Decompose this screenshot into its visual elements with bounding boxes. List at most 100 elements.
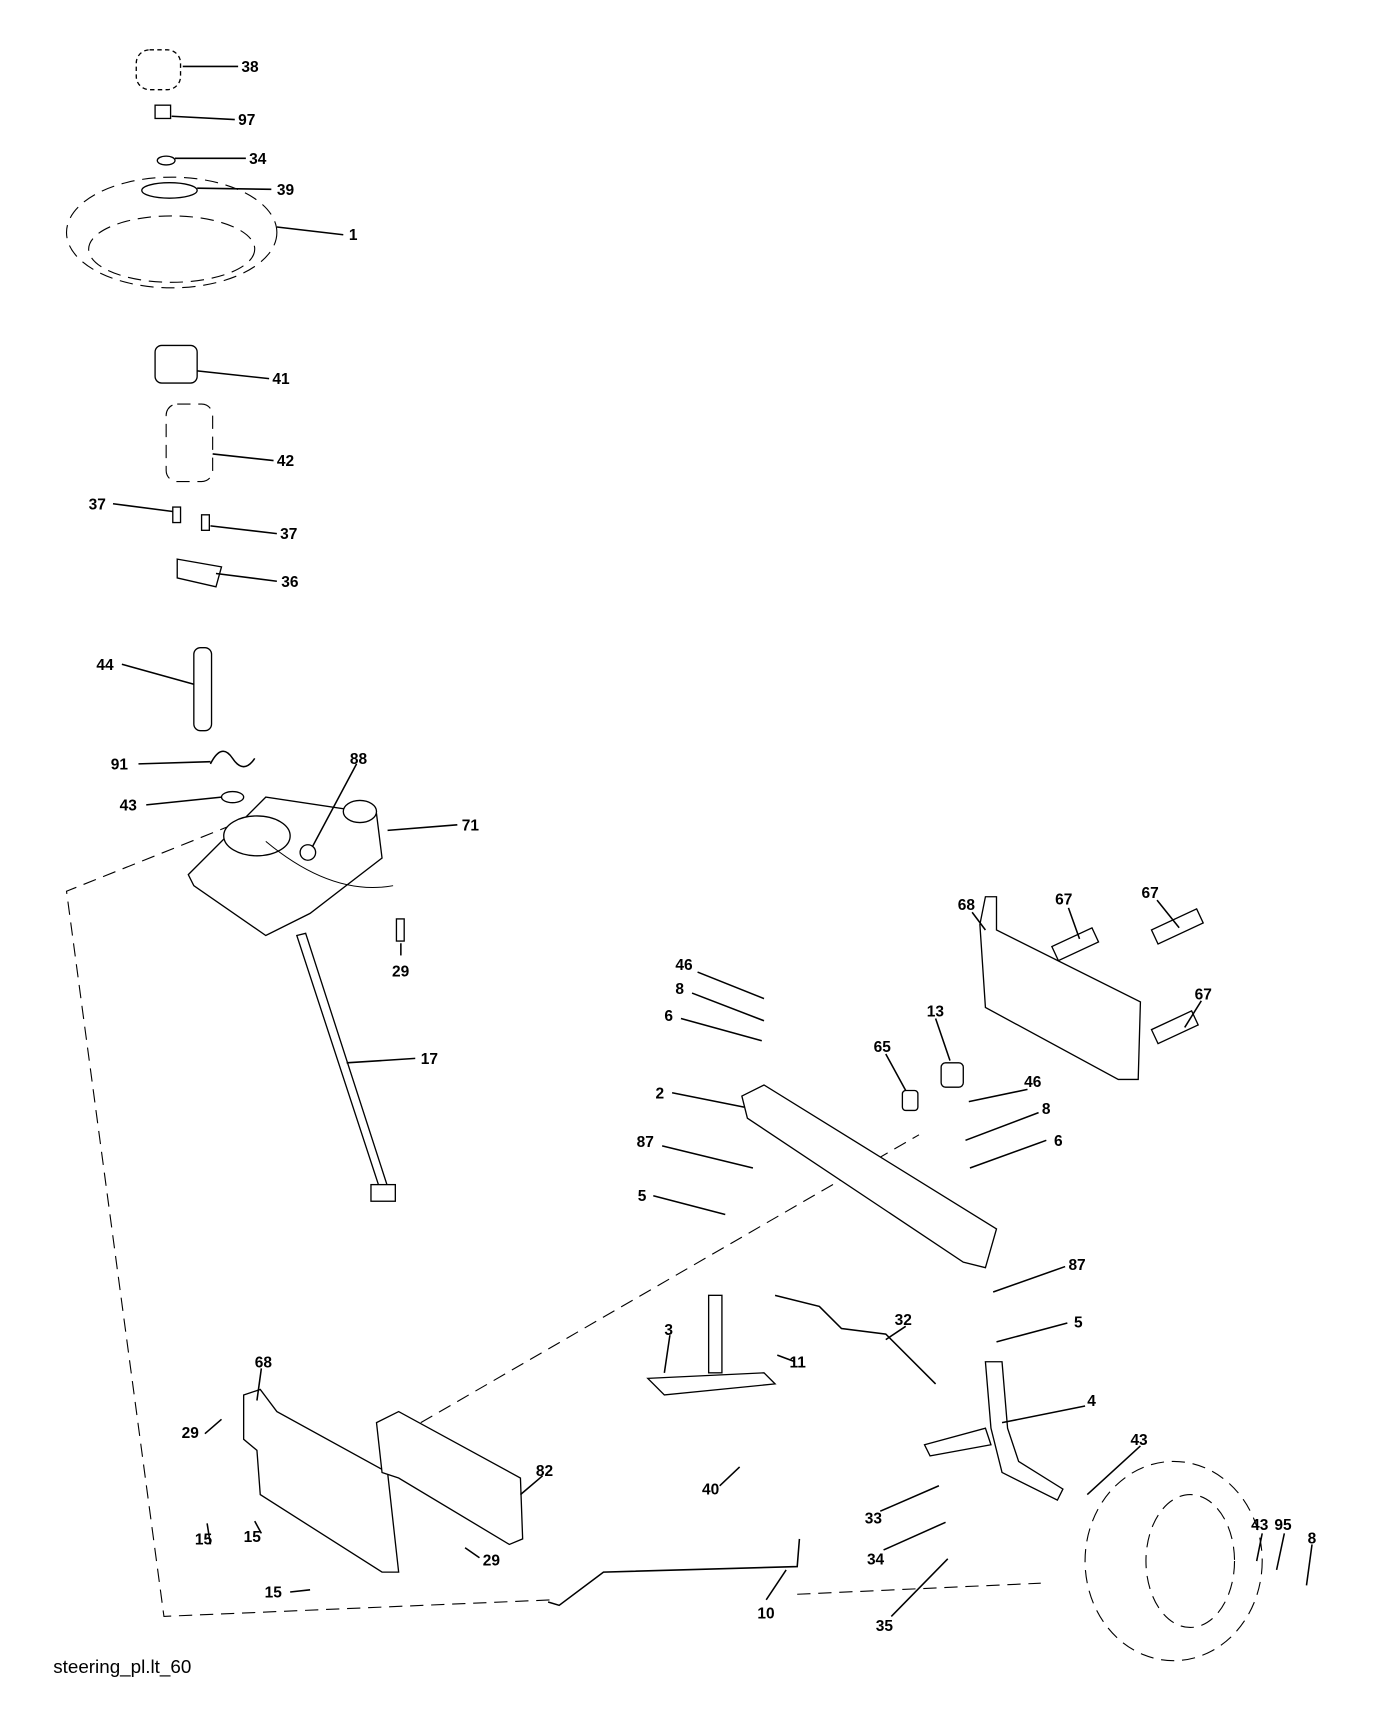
callout-leader-line — [1067, 907, 1081, 940]
callout-leader-line — [519, 1475, 544, 1496]
callout-32: 32 — [895, 1312, 912, 1329]
callout-leader-line — [653, 1194, 726, 1216]
steering-wheel — [65, 49, 278, 483]
callout-35: 35 — [876, 1618, 894, 1635]
callout-leader-line — [934, 1018, 951, 1061]
callout-95: 95 — [1274, 1517, 1292, 1534]
callout-leader-line — [212, 453, 274, 462]
callout-leader-line — [276, 226, 344, 236]
callout-leader-line — [1275, 1533, 1286, 1571]
callout-37: 37 — [89, 496, 106, 513]
callout-36: 36 — [281, 574, 299, 591]
callout-leader-line — [197, 370, 270, 380]
callout-88: 88 — [350, 751, 368, 768]
callout-leader-line — [777, 1354, 796, 1363]
callout-38: 38 — [241, 59, 259, 76]
callout-leader-line — [121, 663, 195, 685]
callout-82: 82 — [536, 1463, 553, 1480]
callout-29: 29 — [182, 1425, 200, 1442]
callout-65: 65 — [874, 1039, 892, 1056]
callout-97: 97 — [238, 112, 255, 129]
callout-leader-line — [1255, 1533, 1263, 1562]
callout-68: 68 — [958, 897, 976, 914]
callout-leader-line — [971, 911, 987, 931]
callout-leader-line — [996, 1322, 1068, 1343]
callout-leader-line — [765, 1569, 787, 1601]
callout-leader-line — [311, 763, 358, 848]
callout-43: 43 — [120, 797, 138, 814]
callout-leader-line — [1001, 1405, 1086, 1424]
callout-8: 8 — [1308, 1530, 1317, 1547]
callout-34: 34 — [867, 1551, 885, 1568]
callout-leader-line — [680, 1017, 762, 1042]
front-axle-parts — [547, 896, 1263, 1662]
callout-8: 8 — [675, 981, 684, 998]
callout-33: 33 — [865, 1510, 883, 1527]
callout-leader-line — [969, 1139, 1047, 1169]
callout-leader-line — [663, 1335, 671, 1373]
callout-91: 91 — [111, 756, 129, 773]
callout-leader-line — [890, 1558, 949, 1617]
callout-leader-line — [885, 1053, 907, 1091]
callout-2: 2 — [656, 1085, 665, 1102]
callout-leader-line — [254, 1520, 263, 1534]
callout-67: 67 — [1142, 885, 1159, 902]
callout-leader-line — [138, 760, 211, 765]
callout-15: 15 — [265, 1585, 283, 1602]
callout-leader-line — [671, 1091, 745, 1108]
callout-6: 6 — [1054, 1133, 1063, 1150]
callout-leader-line — [992, 1265, 1066, 1293]
callout-41: 41 — [272, 371, 290, 388]
callout-34: 34 — [249, 151, 267, 168]
callout-leader-line — [885, 1325, 907, 1341]
callout-29: 29 — [392, 963, 410, 980]
callout-1: 1 — [349, 227, 358, 244]
callout-6: 6 — [664, 1008, 673, 1025]
callout-leader-line — [346, 1057, 416, 1064]
callout-leader-line — [210, 525, 277, 535]
callout-leader-line — [661, 1145, 754, 1169]
callout-leader-line — [879, 1485, 940, 1512]
callout-leader-line — [146, 796, 222, 806]
callout-37: 37 — [280, 526, 297, 543]
callout-leader-line — [1184, 1000, 1202, 1028]
callout-leader-line — [204, 1418, 223, 1435]
callout-10: 10 — [757, 1606, 774, 1623]
callout-leader-line — [1305, 1544, 1313, 1586]
callout-46: 46 — [675, 957, 693, 974]
callout-44: 44 — [96, 657, 114, 674]
callout-15: 15 — [244, 1529, 262, 1546]
callout-87: 87 — [637, 1134, 654, 1151]
callout-8: 8 — [1042, 1101, 1051, 1118]
callout-leader-line — [883, 1521, 946, 1551]
callout-4: 4 — [1087, 1393, 1096, 1410]
callout-leader-line — [290, 1589, 311, 1593]
callout-leaders — [112, 65, 1313, 1617]
callout-leader-line — [1156, 899, 1180, 929]
callout-leader-line — [387, 824, 458, 832]
callout-13: 13 — [927, 1003, 945, 1020]
callout-leader-line — [112, 502, 173, 513]
callout-3: 3 — [664, 1322, 673, 1339]
callout-17: 17 — [421, 1051, 438, 1068]
callout-leader-line — [719, 1466, 741, 1487]
steering-column-parts — [172, 506, 405, 1202]
lower-brackets — [242, 1388, 524, 1573]
callout-leader-line — [197, 187, 272, 191]
callout-67: 67 — [1055, 892, 1072, 909]
callout-leader-line — [697, 971, 765, 1000]
callout-71: 71 — [462, 817, 480, 834]
callout-46: 46 — [1024, 1074, 1042, 1091]
callout-leader-line — [691, 992, 765, 1022]
callout-leader-line — [206, 1523, 212, 1545]
callout-leader-line — [464, 1547, 480, 1559]
callout-42: 42 — [277, 453, 294, 470]
assembly-outline — [65, 824, 1041, 1617]
callout-11: 11 — [789, 1354, 806, 1371]
callout-87: 87 — [1068, 1257, 1085, 1274]
callout-43: 43 — [1251, 1517, 1269, 1534]
callout-39: 39 — [277, 182, 295, 199]
callout-29: 29 — [483, 1552, 501, 1569]
